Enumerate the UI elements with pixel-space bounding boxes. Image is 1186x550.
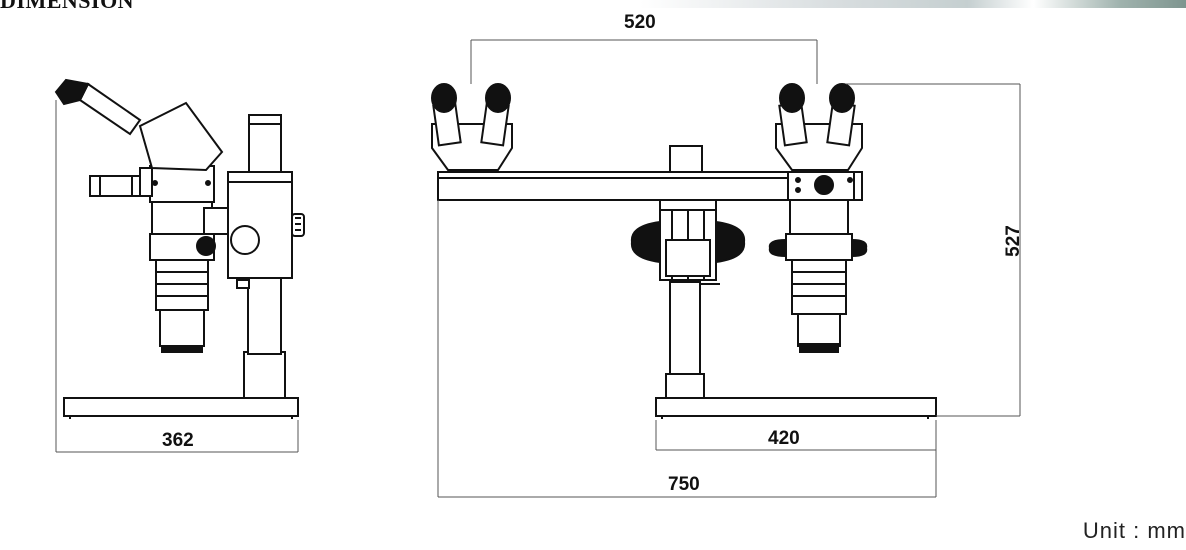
left-binocular-head — [431, 83, 513, 171]
dimension-label-750: 750 — [668, 474, 700, 495]
dimension-lines — [55, 39, 1021, 498]
dimension-label-420: 420 — [768, 428, 800, 449]
dimension-label-362: 362 — [162, 430, 194, 451]
right-binocular-head — [775, 83, 863, 171]
page-title: DIMENSION — [0, 0, 135, 13]
dimension-label-520: 520 — [624, 12, 656, 33]
dimension-label-527: 527 — [1002, 225, 1024, 257]
front-view-microscope — [431, 83, 937, 419]
header-band — [640, 0, 1186, 8]
side-view-microscope — [54, 78, 305, 419]
unit-label: Unit : mm — [1082, 518, 1186, 543]
